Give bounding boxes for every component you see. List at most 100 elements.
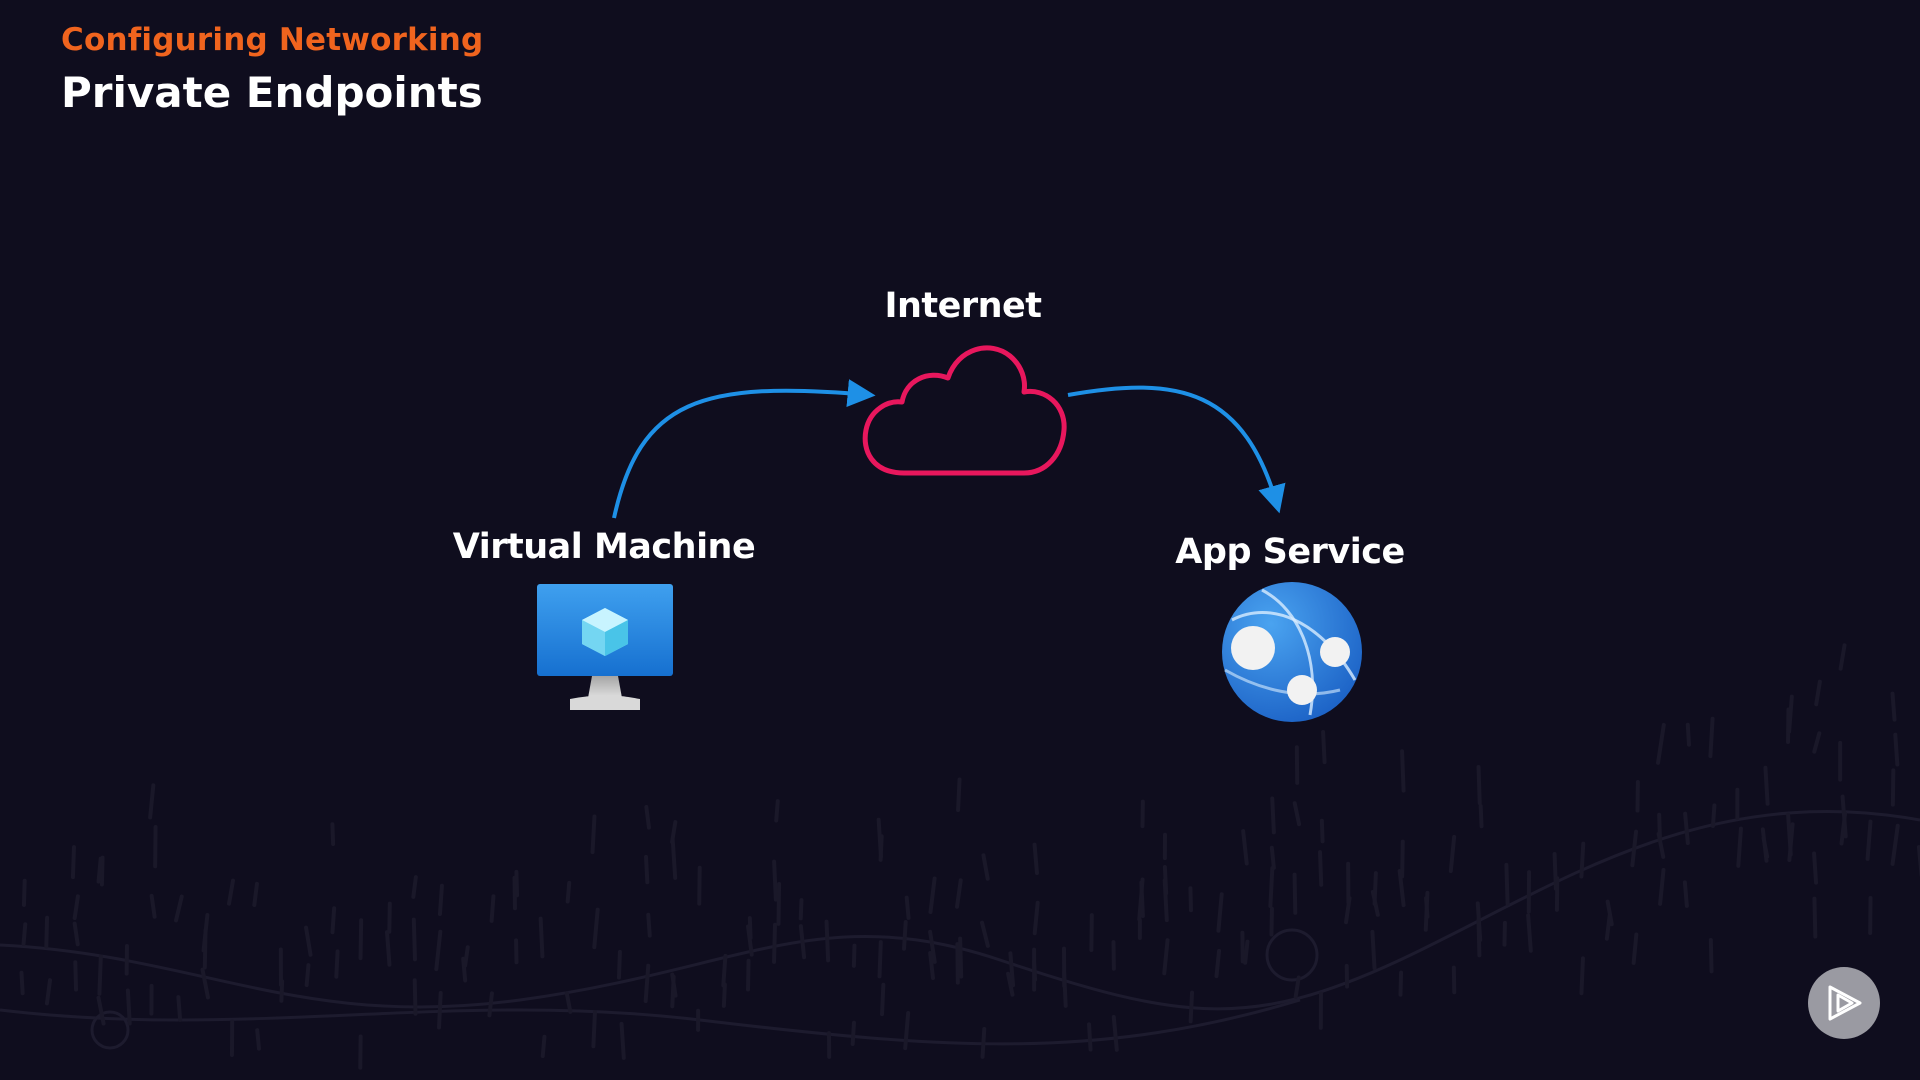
decorative-tick <box>774 799 780 823</box>
decorative-tick <box>384 930 392 967</box>
decorative-tick <box>1241 829 1249 866</box>
decorative-tick <box>1398 970 1404 997</box>
decorative-tick <box>1685 722 1691 747</box>
decorative-tick <box>1865 819 1873 861</box>
decorative-tick <box>1605 899 1614 927</box>
decorative-tick <box>1397 868 1406 908</box>
decorative-tick <box>489 894 496 923</box>
decorative-tick <box>44 978 53 1006</box>
decorative-tick <box>1318 850 1324 887</box>
decorative-tick <box>876 817 883 859</box>
play-button[interactable] <box>1808 967 1880 1039</box>
cloud-icon <box>862 345 1067 476</box>
decorative-tick <box>70 845 76 880</box>
decorative-tick <box>928 951 935 981</box>
decorative-tick <box>538 916 545 959</box>
decorative-tick <box>1736 826 1743 868</box>
decorative-tick <box>1838 643 1847 671</box>
decorative-tick <box>592 907 600 950</box>
decorative-tick <box>1293 975 1301 999</box>
decorative-tick <box>72 894 80 921</box>
decorative-tick <box>149 893 157 919</box>
decorative-tick <box>565 880 572 904</box>
decorative-tick <box>1890 691 1897 722</box>
decorative-tick <box>670 820 678 844</box>
decorative-tick <box>437 991 443 1030</box>
decorative-tick <box>1321 729 1327 765</box>
decorative-tick <box>148 783 156 820</box>
decorative-tick <box>591 1010 597 1049</box>
decorative-tick <box>334 949 340 979</box>
decorative-tick <box>540 1034 547 1059</box>
decorative-tick <box>1270 796 1276 835</box>
decorative-tick <box>461 956 468 983</box>
decorative-tick <box>330 906 337 935</box>
decorative-tick <box>1814 679 1822 707</box>
decorative-tick <box>411 917 417 962</box>
decorative-tick <box>956 777 962 813</box>
decorative-tick <box>1319 818 1325 844</box>
decorative-tick <box>1657 812 1662 843</box>
decorative-tick <box>1683 811 1690 846</box>
decorative-tick <box>1162 864 1169 896</box>
decorative-tick <box>437 883 444 916</box>
decorative-tick <box>1787 694 1794 734</box>
decorative-tick <box>487 991 494 1018</box>
decorative-tick <box>1478 804 1484 829</box>
decorative-tick <box>19 970 25 996</box>
decorative-tick <box>877 940 883 979</box>
decorative-tick <box>1579 956 1585 996</box>
decorative-tick <box>980 920 990 948</box>
decorative-tick <box>412 978 418 1016</box>
decorative-tick <box>1292 872 1298 915</box>
virtual-machine-label: Virtual Machine <box>452 527 756 567</box>
decorative-tick <box>903 1011 911 1051</box>
decorative-tick <box>590 814 597 855</box>
decorative-tick <box>176 995 183 1022</box>
decorative-tick <box>1111 1015 1119 1052</box>
decorative-tick <box>721 953 728 988</box>
decorative-tick <box>670 972 678 998</box>
decorative-tick <box>1812 731 1822 754</box>
decorative-tick <box>1032 842 1039 876</box>
decorative-tick <box>980 1027 987 1059</box>
decorative-tick <box>72 921 80 947</box>
decorative-tick <box>96 856 103 884</box>
decorative-tick <box>1656 722 1666 765</box>
decorative-tick <box>880 982 886 1017</box>
decorative-tick <box>1243 939 1250 965</box>
decorative-tick <box>1682 880 1689 908</box>
decorative-tick <box>1372 871 1378 906</box>
decorative-tick <box>955 878 963 909</box>
decorative-tick <box>255 1028 261 1051</box>
edge-internet-to-app <box>1067 385 1286 514</box>
decorative-tick <box>99 855 105 887</box>
decorative-tick <box>643 963 651 1004</box>
decorative-tick <box>1370 929 1377 971</box>
decorative-tick <box>1526 913 1533 953</box>
decorative-tick <box>721 982 727 1008</box>
decorative-tick <box>1448 834 1457 874</box>
decorative-tick <box>97 954 103 996</box>
decorative-tick <box>1786 812 1793 857</box>
decorative-tick <box>1216 892 1224 933</box>
decorative-tick <box>44 915 50 949</box>
decorative-tick <box>670 837 678 880</box>
decorative-tick <box>850 1020 856 1046</box>
decorative-tick <box>125 988 132 1026</box>
decorative-tick <box>1087 1022 1093 1052</box>
decorative-tick <box>981 853 990 881</box>
decorative-tick <box>619 1021 626 1060</box>
decorative-tick <box>330 822 336 847</box>
decorative-tick <box>958 936 964 979</box>
decorative-tick <box>747 916 753 941</box>
decorative-tick <box>1268 866 1275 909</box>
decorative-tick <box>798 924 807 960</box>
decorative-tick <box>1890 823 1900 866</box>
decorative-tick <box>1032 900 1040 936</box>
decorative-tick <box>851 943 857 968</box>
decorative-tick <box>1214 948 1222 979</box>
